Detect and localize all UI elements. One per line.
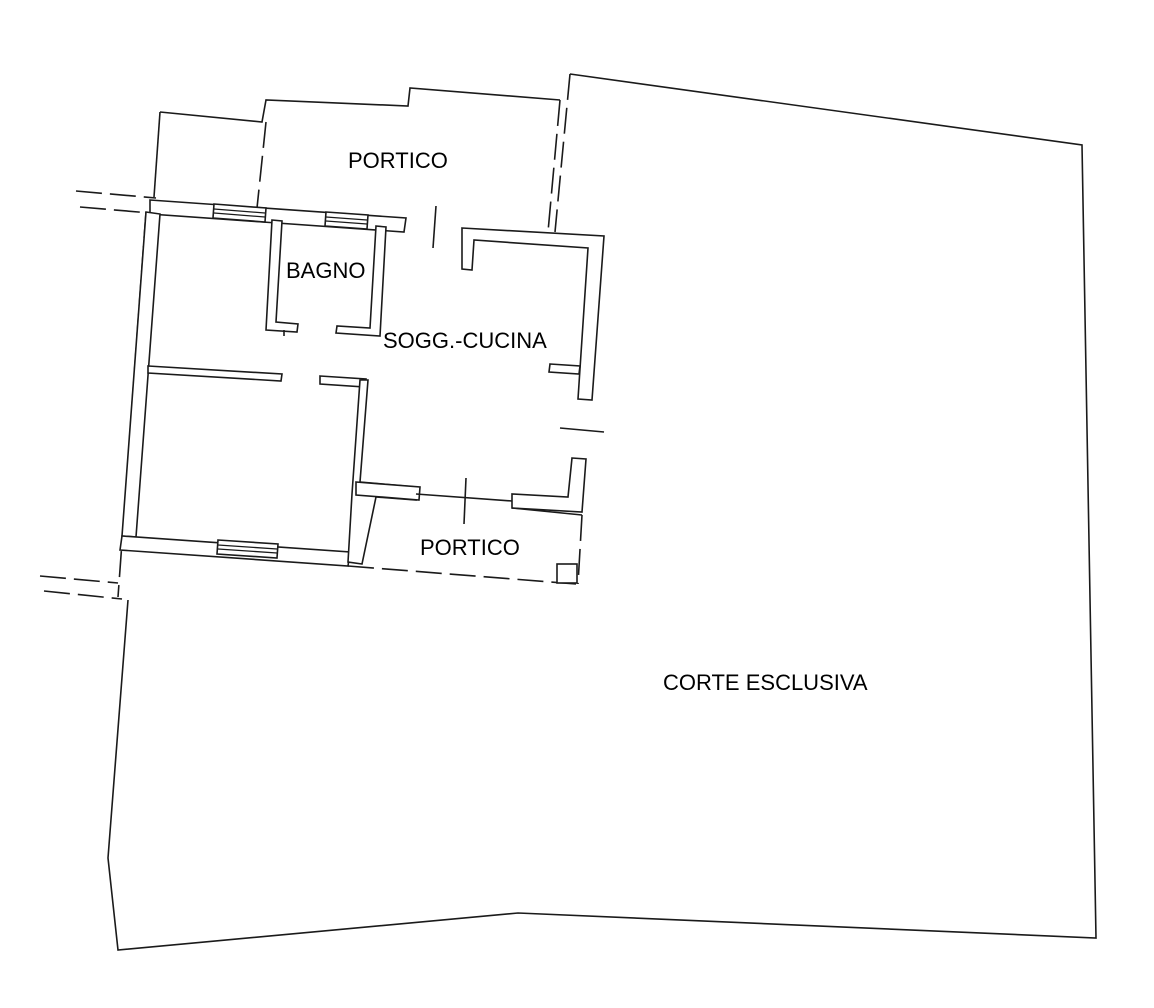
left-dashed-line-top-1 — [75, 190, 157, 199]
label-portico-top: PORTICO — [348, 148, 448, 173]
left-dashed-line-top-2 — [79, 206, 151, 214]
wall-interior-vertical — [347, 379, 417, 565]
wall-right-stub — [548, 363, 581, 375]
portico-top-outline — [159, 87, 561, 123]
label-corte-esclusiva: CORTE ESCLUSIVA — [663, 670, 868, 695]
label-bagno: BAGNO — [286, 258, 365, 283]
door-tick-right — [559, 427, 605, 433]
left-dashed-line-bottom-2 — [43, 590, 123, 600]
lot-boundary-dashed — [554, 73, 571, 233]
portico-bottom-dashed — [347, 565, 577, 585]
wall-bottom-living — [355, 481, 421, 501]
label-soggiorno-cucina: SOGG.-CUCINA — [383, 328, 547, 353]
window-top-left — [212, 203, 267, 223]
wall-interior-horizontal-left — [147, 365, 283, 382]
window-top-bagno — [324, 211, 369, 230]
portico-bottom-right-line — [511, 507, 583, 516]
wall-right-upper — [461, 227, 605, 401]
wall-right-lower — [511, 457, 587, 513]
portico-bottom-right-edge — [577, 514, 583, 585]
portico-bottom-top-line — [415, 493, 513, 502]
door-tick-bottom — [463, 477, 467, 525]
portico-top-edge-left — [153, 111, 161, 198]
portico-top-divider — [256, 121, 267, 209]
portico-corner-post — [556, 563, 578, 584]
portico-top-edge-right — [547, 99, 561, 233]
window-bottom-left — [216, 539, 279, 559]
bagno-wall-left — [265, 219, 299, 333]
left-dashed-line-bottom-1 — [39, 575, 119, 584]
door-tick-top — [432, 205, 437, 249]
wall-left — [121, 211, 161, 538]
lot-boundary — [107, 73, 1097, 951]
bagno-wall-right — [335, 225, 387, 337]
label-portico-bottom: PORTICO — [420, 535, 520, 560]
